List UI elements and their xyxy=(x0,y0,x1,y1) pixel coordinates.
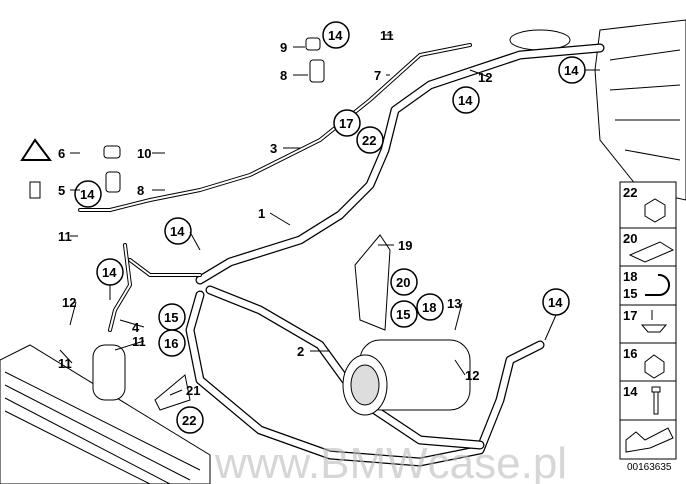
callout: 14 xyxy=(74,180,102,208)
callout: 16 xyxy=(158,329,186,357)
callout: 14 xyxy=(452,86,480,114)
label: 6 xyxy=(58,146,65,161)
receiver-dryer xyxy=(92,344,126,401)
label: 1 xyxy=(258,206,265,221)
svg-text:17: 17 xyxy=(339,116,353,131)
legend-item: 15 xyxy=(623,286,637,301)
callout: 14 xyxy=(322,21,350,49)
arrow-icon xyxy=(625,427,674,453)
label: 7 xyxy=(374,68,381,83)
label: 8 xyxy=(280,68,287,83)
svg-text:14: 14 xyxy=(80,187,95,202)
label: 11 xyxy=(58,229,72,244)
callout: 15 xyxy=(158,303,186,331)
condenser xyxy=(0,344,211,484)
callout: 14 xyxy=(542,288,570,316)
callout: 20 xyxy=(390,268,418,296)
svg-text:14: 14 xyxy=(170,224,185,239)
label: 13 xyxy=(447,296,461,311)
label: 8 xyxy=(137,183,144,198)
compressor xyxy=(342,339,471,416)
legend-item: 18 xyxy=(623,269,637,284)
svg-text:20: 20 xyxy=(396,275,410,290)
svg-text:16: 16 xyxy=(164,336,178,351)
label: 12 xyxy=(478,70,492,85)
label: 4 xyxy=(132,320,140,335)
label: 9 xyxy=(280,40,287,55)
label: 19 xyxy=(398,238,412,253)
label: 21 xyxy=(186,383,200,398)
nut-icon xyxy=(644,198,666,223)
callout: 18 xyxy=(416,293,444,321)
svg-text:15: 15 xyxy=(164,310,178,325)
callout: 14 xyxy=(558,56,586,84)
svg-text:14: 14 xyxy=(548,295,563,310)
service-valve xyxy=(105,171,121,193)
callout: 17 xyxy=(333,109,361,137)
label: 10 xyxy=(137,146,151,161)
hose-clamp-icon xyxy=(645,273,670,296)
callout: 14 xyxy=(164,217,192,245)
leader-lines xyxy=(59,34,600,396)
label: 11 xyxy=(58,356,72,371)
legend-item: 14 xyxy=(623,384,638,399)
part-labels: 9 11 8 7 12 6 10 3 5 8 1 11 19 12 13 4 1… xyxy=(58,28,492,398)
svg-text:14: 14 xyxy=(102,265,117,280)
label: 11 xyxy=(132,334,146,349)
callout: 15 xyxy=(390,300,418,328)
pressure-switch xyxy=(29,181,41,199)
watermark: www.BMWcase.pl xyxy=(214,439,567,484)
bracket-21 xyxy=(154,374,191,411)
legend-item: 20 xyxy=(623,231,637,246)
label: 3 xyxy=(270,141,277,156)
svg-text:15: 15 xyxy=(396,307,410,322)
label: 12 xyxy=(465,368,479,383)
hose-lines xyxy=(78,43,605,467)
legend-item: 17 xyxy=(623,308,637,323)
svg-text:14: 14 xyxy=(458,93,473,108)
svg-text:14: 14 xyxy=(328,28,343,43)
label: 2 xyxy=(297,344,304,359)
diagram-number: 00163635 xyxy=(627,462,672,473)
flange-nut-icon xyxy=(644,354,665,379)
svg-text:14: 14 xyxy=(564,63,579,78)
warning-triangle-icon xyxy=(20,138,52,161)
rubber-mount-icon xyxy=(640,310,668,333)
label: 5 xyxy=(58,183,65,198)
bracket xyxy=(354,234,391,331)
hardware-legend: 22 20 18 15 17 16 14 xyxy=(619,181,677,460)
svg-text:22: 22 xyxy=(182,413,196,428)
valve-cap xyxy=(103,145,121,159)
callout: 22 xyxy=(176,406,204,434)
valve-cap-top xyxy=(305,37,321,51)
legend-item: 16 xyxy=(623,346,637,361)
svg-text:22: 22 xyxy=(362,133,376,148)
callout: 22 xyxy=(356,126,384,154)
svg-text:18: 18 xyxy=(422,300,436,315)
circled-labels: 14 14 14 17 22 14 14 14 20 15 18 15 14 1… xyxy=(74,21,586,434)
service-valve-top xyxy=(309,59,325,83)
label: 12 xyxy=(62,295,76,310)
clip-nut-icon xyxy=(628,241,675,263)
legend-item: 22 xyxy=(623,185,637,200)
callout: 14 xyxy=(96,258,124,286)
bolt-icon xyxy=(651,386,661,415)
